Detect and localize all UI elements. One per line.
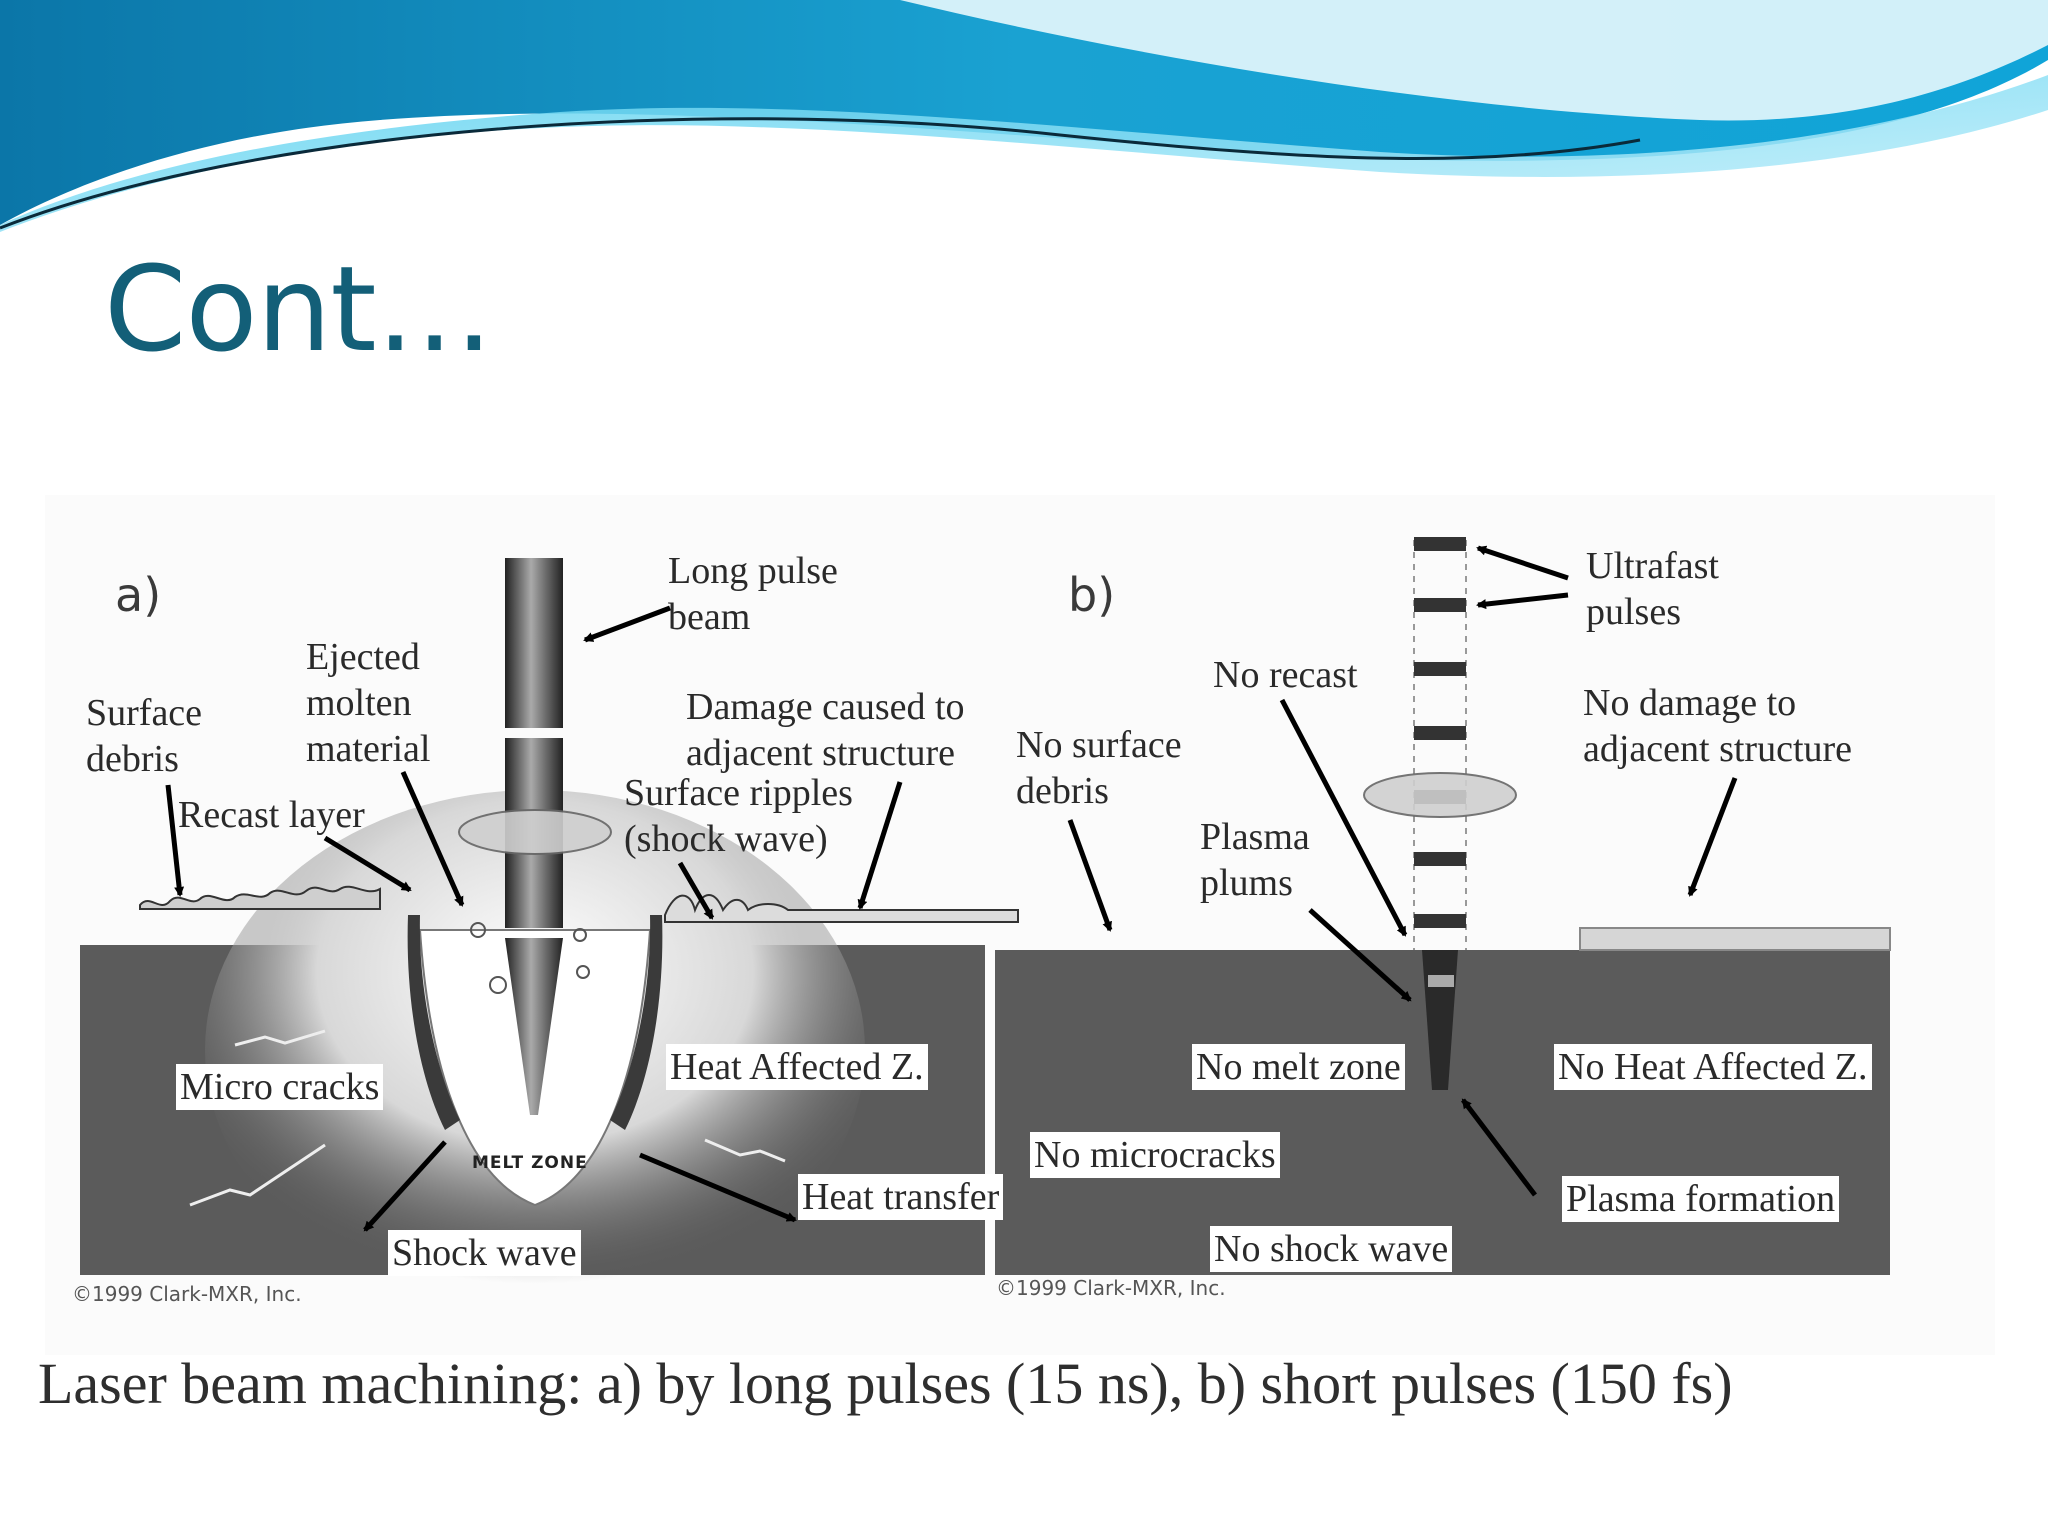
arrow-recast-layer (323, 835, 412, 893)
arrow-ultrafast-2 (1476, 592, 1569, 610)
recast-layer-right (610, 915, 663, 1130)
arrow-no-surface-debris (1067, 819, 1113, 932)
surface-ripples (664, 894, 1019, 923)
label-plasma-plums: Plasma plums (1200, 816, 1310, 904)
copyright-panel-a: ©1999 Clark-MXR, Inc. (72, 1282, 302, 1306)
arrow-no-damage (1687, 777, 1738, 897)
label-no-melt-zone: No melt zone (1192, 1044, 1405, 1090)
micro-crack-2 (189, 1143, 326, 1207)
arrow-long-pulse-beam (583, 605, 671, 643)
label-no-recast: No recast (1213, 654, 1358, 696)
label-no-damage-adjacent: No damage to adjacent structure (1583, 682, 1853, 770)
label-plasma-formation: Plasma formation (1562, 1176, 1840, 1222)
panel-b-letter: b) (1068, 568, 1116, 622)
label-surface-debris: Surface debris (86, 692, 203, 780)
label-no-surface-debris: No surface debris (1016, 724, 1182, 812)
adjacent-structure-b (1579, 927, 1891, 951)
long-pulse-beam (505, 558, 563, 728)
arrow-ejected-molten (400, 770, 465, 907)
label-no-microcracks: No microcracks (1030, 1132, 1280, 1178)
arrow-plasma-plums (1308, 908, 1412, 1002)
label-recast-layer: Recast layer (178, 794, 365, 836)
recast-layer-left (407, 915, 460, 1130)
label-no-shock-wave: No shock wave (1210, 1226, 1453, 1272)
label-ejected-molten-material: Ejected molten material (306, 636, 431, 770)
arrow-damage-adjacent (857, 781, 903, 910)
label-damage-adjacent-structure: Damage caused to adjacent structure (686, 686, 965, 774)
arrow-shock-wave (363, 1140, 447, 1232)
label-shock-wave: Shock wave (388, 1230, 581, 1276)
label-heat-affected-zone: Heat Affected Z. (666, 1044, 928, 1090)
focusing-lens-b (1363, 772, 1517, 818)
surface-debris (139, 885, 381, 910)
label-long-pulse-beam: Long pulse beam (668, 550, 838, 638)
arrow-surface-ripples (677, 861, 715, 920)
focusing-lens-a (458, 809, 612, 855)
header-wave-decoration (0, 0, 2048, 232)
label-heat-transfer: Heat transfer (798, 1174, 1004, 1220)
micro-crack-1 (234, 1029, 326, 1047)
slide-title: Cont… (104, 240, 494, 378)
arrow-ultrafast-1 (1476, 545, 1569, 581)
figure-caption: Laser beam machining: a) by long pulses … (38, 1351, 1733, 1416)
copyright-panel-b: ©1999 Clark-MXR, Inc. (996, 1276, 1226, 1300)
arrow-heat-transfer (639, 1152, 797, 1223)
micro-crack-3 (704, 1138, 786, 1163)
arrow-surface-debris (165, 784, 185, 897)
arrow-no-recast (1279, 698, 1408, 937)
label-micro-cracks: Micro cracks (176, 1064, 384, 1110)
panel-a-letter: a) (115, 568, 162, 622)
arrow-plasma-formation (1461, 1098, 1537, 1197)
label-no-heat-affected-zone: No Heat Affected Z. (1554, 1044, 1872, 1090)
label-melt-zone: MELT ZONE (472, 1153, 588, 1173)
label-ultrafast-pulses: Ultrafast pulses (1586, 545, 1719, 633)
label-surface-ripples: Surface ripples (shock wave) (624, 772, 853, 860)
